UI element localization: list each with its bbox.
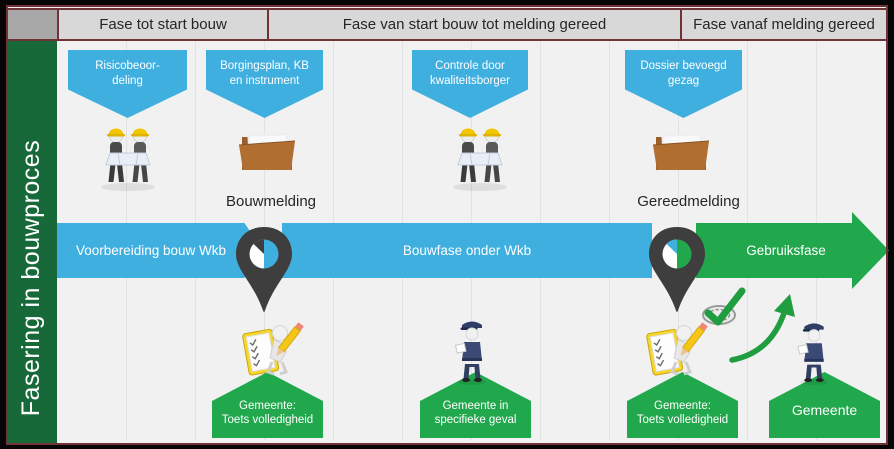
milestone-bouwmelding: Bouwmelding xyxy=(225,193,317,210)
milestone-gereedmelding: Gereedmelding xyxy=(637,193,740,210)
diagram-canvas: Fase tot start bouw Fase van start bouw … xyxy=(6,5,889,445)
checklist-writer-icon xyxy=(242,322,304,376)
inspector-icon xyxy=(454,321,486,385)
pennant-line: Gemeente xyxy=(791,402,858,418)
pennant-line: Risicobeoor- xyxy=(95,60,160,72)
folder-icon xyxy=(238,132,296,170)
pennant-line: Toets volledigheid xyxy=(221,414,314,426)
pennant-line: Controle door xyxy=(435,60,505,72)
construction-workers-icon xyxy=(453,128,507,191)
pennant-line: Gemeente in xyxy=(442,400,509,412)
pennant-line: specifieke geval xyxy=(434,414,517,426)
map-pin-icon xyxy=(649,227,705,312)
band-bouwfase: Bouwfase onder Wkb xyxy=(282,223,652,278)
pennant-line: Gemeente: xyxy=(654,400,711,412)
pennant-line: Borgingsplan, KB xyxy=(220,60,309,72)
inspector-icon xyxy=(797,323,828,386)
pennant-borgingsplan: Borgingsplan, KB en instrument xyxy=(206,50,323,118)
pennant-risicobeoordeling: Risicobeoor- deling xyxy=(68,50,187,118)
pennant-line: Dossier bevoegd xyxy=(640,60,727,72)
header-phase-2: Fase van start bouw tot melding gereed xyxy=(267,8,682,41)
pennant-line: kwaliteitsborger xyxy=(430,75,510,87)
map-pin-icon xyxy=(236,227,292,312)
header-corner-cell xyxy=(6,8,59,41)
folder-icon xyxy=(652,132,710,170)
pennant-line: gezag xyxy=(667,75,700,87)
upward-swoosh-arrow-icon xyxy=(729,294,795,363)
pennant-controle: Controle door kwaliteitsborger xyxy=(412,50,528,118)
band-arrowhead xyxy=(852,212,889,289)
diagram-title: Fasering in bouwproces xyxy=(17,139,45,417)
band-voorbereiding-bouw: Voorbereiding bouw Wkb xyxy=(57,223,263,278)
pennant-line: Toets volledigheid xyxy=(636,414,729,426)
construction-workers-icon xyxy=(101,128,155,191)
pennant-dossier: Dossier bevoegd gezag xyxy=(625,50,742,118)
approved-check-icon xyxy=(702,287,746,326)
header-phase-1: Fase tot start bouw xyxy=(57,8,269,41)
pennant-line: Gemeente: xyxy=(239,400,296,412)
pennant-line: en instrument xyxy=(229,75,300,87)
header-phase-3: Fase vanaf melding gereed xyxy=(680,8,888,41)
sidebar-band: Fasering in bouwproces xyxy=(6,41,57,443)
pennant-line: deling xyxy=(112,75,143,87)
checklist-writer-icon xyxy=(646,322,708,376)
band-gebruiksfase: Gebruiksfase xyxy=(696,223,858,278)
